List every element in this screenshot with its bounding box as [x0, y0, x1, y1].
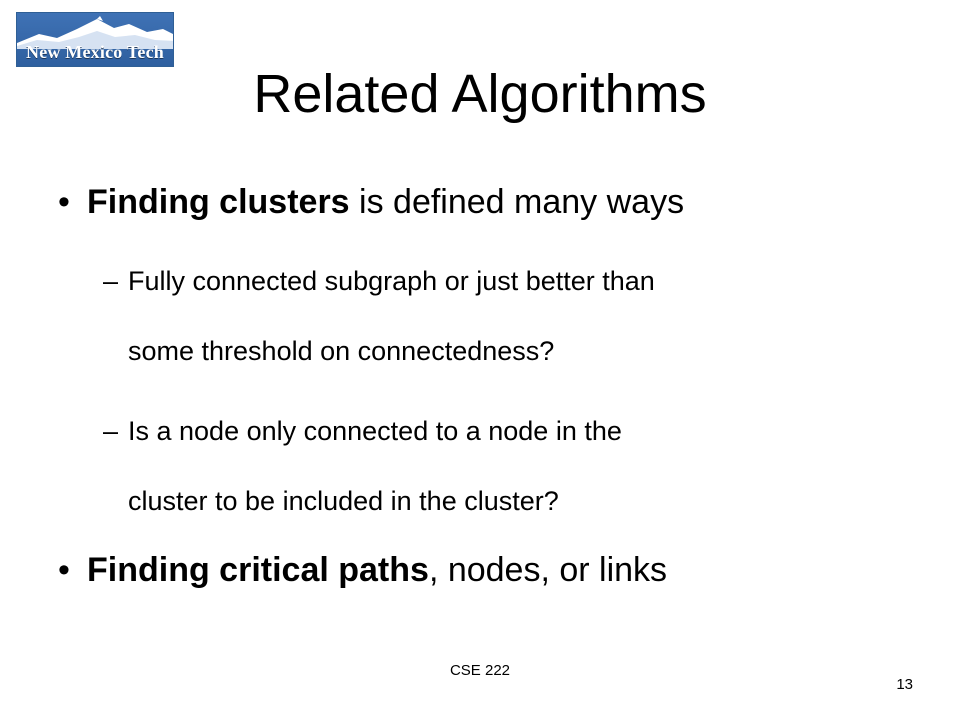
bullet-text: is defined many ways	[349, 183, 685, 221]
sub-bullet-line: cluster to be included in the cluster?	[128, 486, 559, 516]
bullet-icon: •	[58, 183, 70, 221]
sub-bullet-line: Fully connected subgraph or just better …	[128, 266, 655, 296]
bullet-bold-text: Finding critical paths	[87, 551, 429, 589]
mountain-logo-graphic	[17, 16, 173, 49]
page-number: 13	[896, 676, 913, 693]
sub-bullet-line: Is a node only connected to a node in th…	[128, 416, 622, 446]
dash-icon: –	[103, 416, 119, 446]
sub-bullet-line: some threshold on connectedness?	[128, 336, 555, 366]
slide-title: Related Algorithms	[253, 64, 707, 124]
footer-course: CSE 222	[449, 662, 511, 679]
bullet-icon: •	[58, 551, 70, 589]
new-mexico-tech-logo: New Mexico Tech	[16, 12, 174, 67]
logo-text: New Mexico Tech	[26, 42, 164, 62]
bullet-bold-text: Finding clusters	[87, 183, 350, 221]
dash-icon: –	[103, 266, 119, 296]
bullet-text: , nodes, or links	[428, 551, 668, 589]
